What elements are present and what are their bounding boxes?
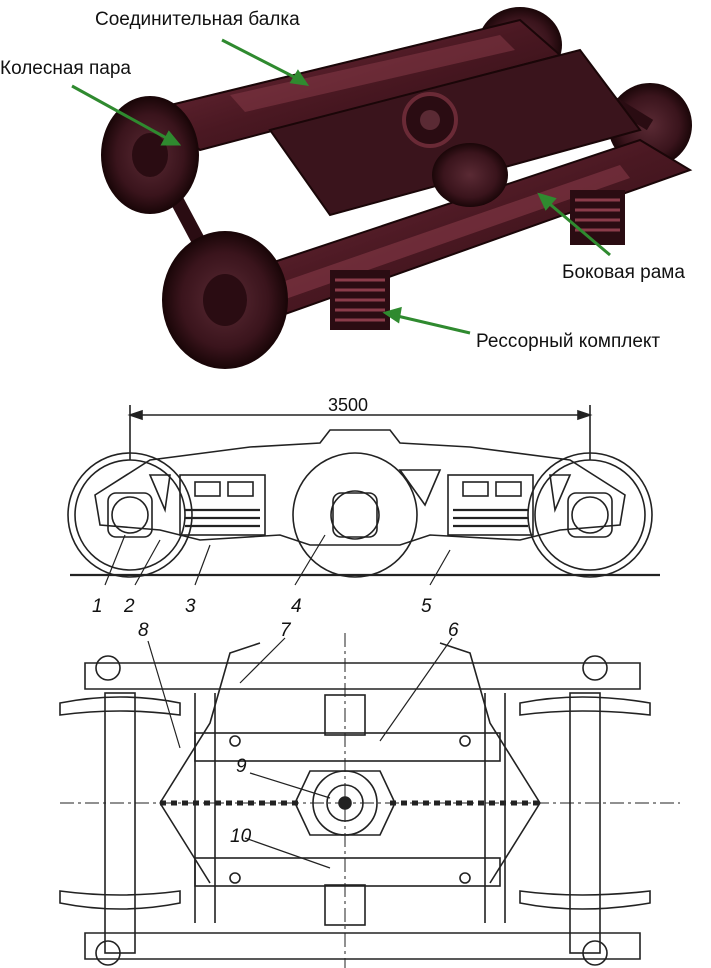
- top-number-8: 8: [138, 620, 149, 641]
- top-number-7: 7: [280, 620, 291, 641]
- dimension-label: 3500: [328, 395, 369, 415]
- right-axle: [569, 692, 601, 954]
- lower-bolster: [194, 857, 501, 887]
- right-wheel: [527, 452, 653, 578]
- top-view-drawing: [59, 633, 680, 968]
- spring-set-shape: [330, 190, 625, 330]
- side-number-2: 2: [124, 596, 135, 617]
- top-number-9: 9: [236, 756, 247, 777]
- side-number-1: 1: [92, 596, 103, 617]
- left-wheel: [67, 452, 193, 578]
- upper-bolster: [194, 732, 501, 762]
- side-view-drawing: [67, 405, 660, 586]
- label-wheel-set: Колесная пара: [0, 58, 131, 79]
- top-number-10: 10: [230, 826, 252, 847]
- bogie-photo: [71, 7, 693, 369]
- top-number-6: 6: [448, 620, 459, 641]
- label-spring-set: Рессорный комплект: [476, 331, 661, 352]
- side-number-3: 3: [185, 596, 196, 617]
- label-connecting-beam: Соединительная балка: [95, 9, 300, 30]
- top-side-frame: [84, 662, 641, 690]
- label-side-frame: Боковая рама: [562, 262, 685, 283]
- callout-arrows: [71, 38, 611, 335]
- middle-wheel: [432, 143, 508, 207]
- left-axle: [104, 692, 136, 954]
- side-number-5: 5: [421, 596, 432, 617]
- center-wheel: [292, 452, 418, 578]
- side-frame-outline: [94, 429, 626, 546]
- side-number-4: 4: [291, 596, 302, 617]
